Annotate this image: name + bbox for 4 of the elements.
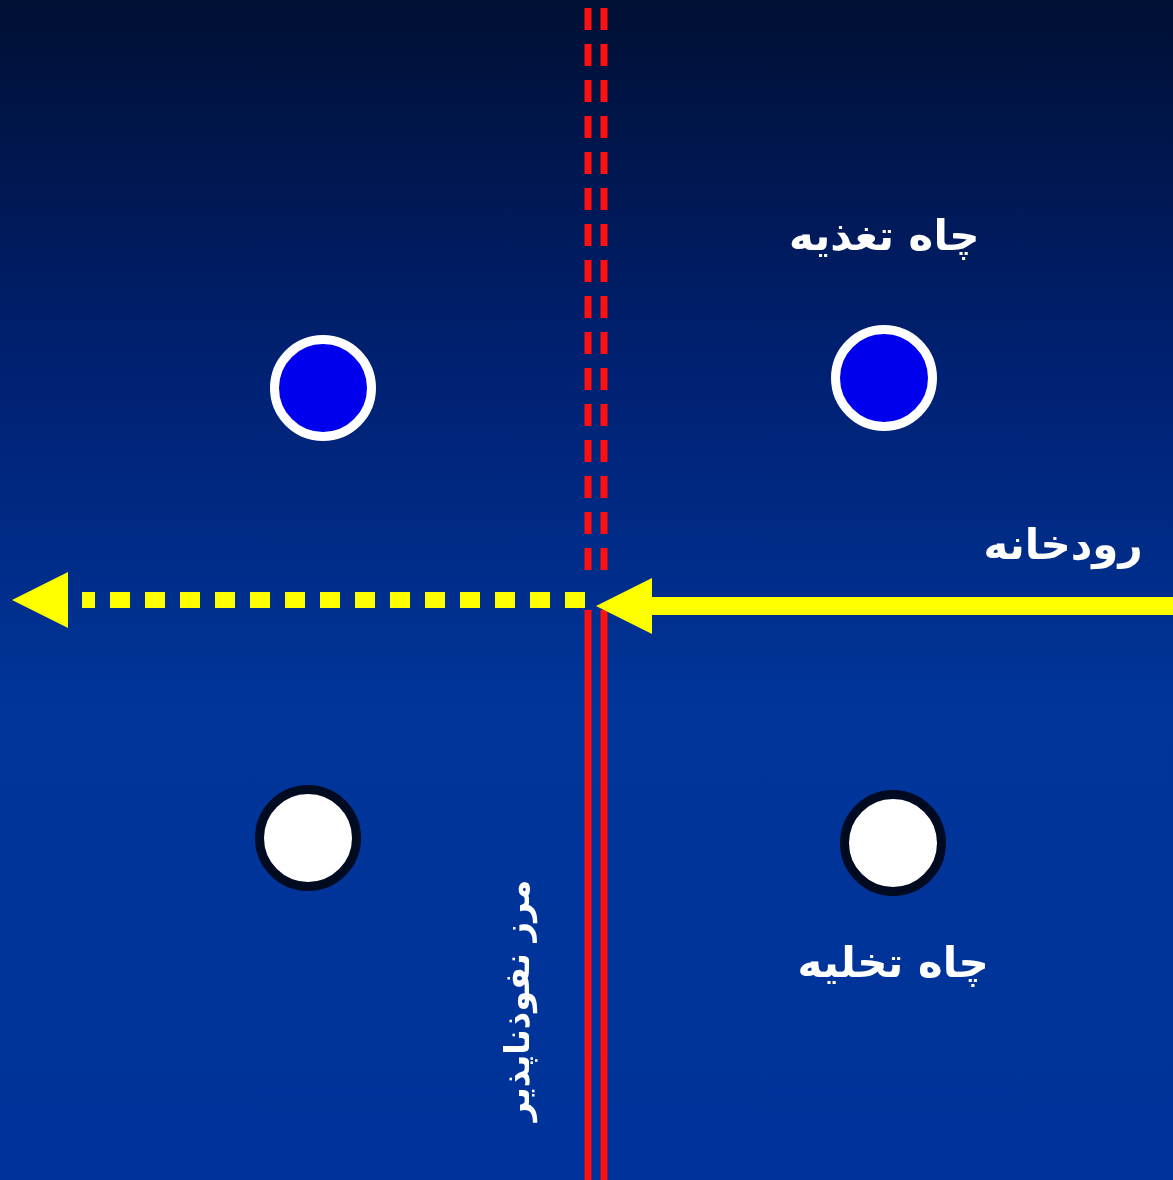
- well-label: چاه تغذیه: [789, 211, 980, 262]
- well-label: چاه تخلیه: [797, 938, 989, 989]
- river-label: رودخانه: [983, 520, 1143, 571]
- boundary-label: مرز نفوذناپذیر: [496, 879, 538, 1121]
